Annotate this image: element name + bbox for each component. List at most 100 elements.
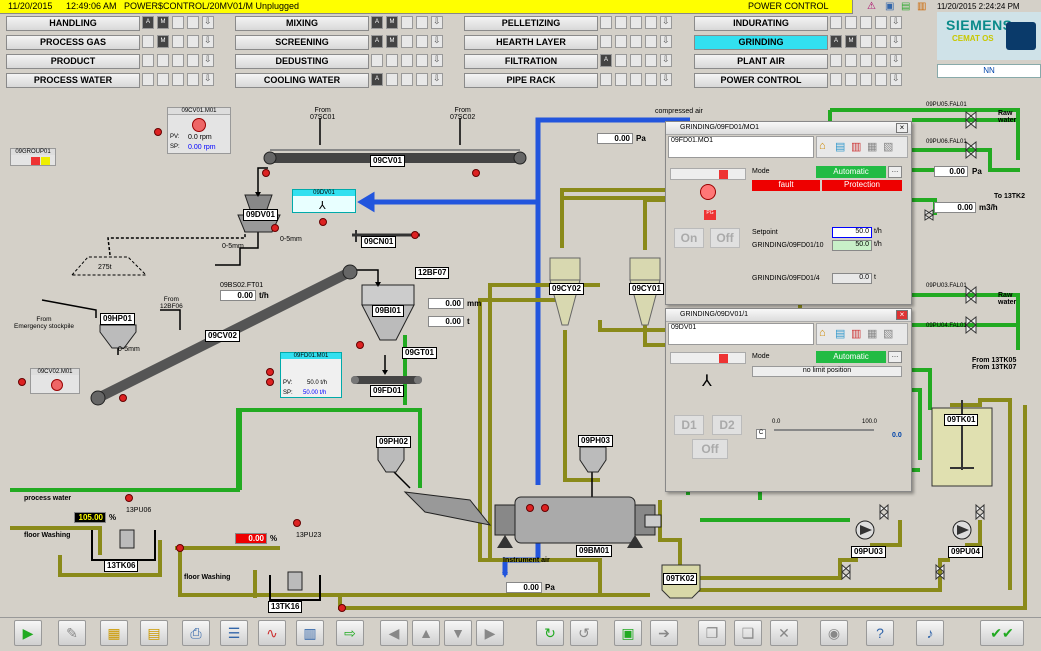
help-icon[interactable]: ? <box>866 620 894 646</box>
tag-09ph03[interactable]: 09PH03 <box>578 435 613 447</box>
area-nav-arrow-icon[interactable] <box>890 35 902 48</box>
area-nav-arrow-icon[interactable] <box>660 54 672 67</box>
tag-09pu04[interactable]: 09PU04 <box>948 546 983 558</box>
area-nav-arrow-icon[interactable] <box>890 54 902 67</box>
print-icon[interactable]: ⎙ <box>182 620 210 646</box>
horn-icon[interactable]: ▣ <box>885 1 895 12</box>
faceplate1-mode-button[interactable]: … <box>888 166 902 178</box>
area-button-process-gas[interactable]: PROCESS GAS <box>6 35 140 50</box>
faceplate1-trend-icon[interactable]: ▤ <box>835 141 846 153</box>
tools-icon[interactable]: ✎ <box>58 620 86 646</box>
area-nav-arrow-icon[interactable] <box>660 35 672 48</box>
refresh-icon[interactable]: ↻ <box>536 620 564 646</box>
pump-09pu04[interactable] <box>952 520 972 540</box>
tank-13tk16[interactable] <box>269 571 321 601</box>
tag-12bf07[interactable]: 12BF07 <box>415 267 450 279</box>
area-button-mixing[interactable]: MIXING <box>235 16 369 31</box>
acknowledge-icon[interactable]: ✔✔ <box>980 620 1024 646</box>
trend-icon[interactable]: ∿ <box>258 620 286 646</box>
faceplate1-setpoint-input[interactable]: 50.0 <box>832 227 872 238</box>
table-icon[interactable]: ▥ <box>296 620 324 646</box>
conveyor-09fd01[interactable] <box>351 376 422 384</box>
tag-09fd01[interactable]: 09FD01 <box>370 385 405 397</box>
tag-09bm01[interactable]: 09BM01 <box>576 545 613 557</box>
faceplate2-doc-icon[interactable]: ▦ <box>867 328 878 340</box>
pump-09pu03[interactable] <box>855 520 875 540</box>
folder-icon[interactable]: ▦ <box>100 620 128 646</box>
area-nav-arrow-icon[interactable] <box>202 35 214 48</box>
tag-13tk06[interactable]: 13TK06 <box>104 560 139 572</box>
tag-09gt01[interactable]: 09GT01 <box>402 347 437 359</box>
tag-09tk01[interactable]: 09TK01 <box>944 414 979 426</box>
tag-09cy01[interactable]: 09CY01 <box>629 283 664 295</box>
list-icon[interactable]: ☰ <box>220 620 248 646</box>
area-nav-arrow-icon[interactable] <box>202 73 214 86</box>
area-button-plant-air[interactable]: PLANT AIR <box>694 54 828 69</box>
tag-09bi01[interactable]: 09BI01 <box>372 305 404 317</box>
faceplate2-mode-button[interactable]: … <box>888 351 902 363</box>
area-nav-arrow-icon[interactable] <box>890 73 902 86</box>
area-button-process-water[interactable]: PROCESS WATER <box>6 73 140 88</box>
faceplate2-alarm-icon[interactable]: ▥ <box>851 328 862 340</box>
area-nav-arrow-icon[interactable] <box>431 54 443 67</box>
list-icon[interactable]: ▥ <box>917 1 927 12</box>
close-windows-icon[interactable]: ✕ <box>770 620 798 646</box>
tag-09cv01[interactable]: 09CV01 <box>370 155 405 167</box>
area-nav-arrow-icon[interactable] <box>890 16 902 29</box>
area-button-pipe-rack[interactable]: PIPE RACK <box>464 73 598 88</box>
area-nav-arrow-icon[interactable] <box>431 16 443 29</box>
area-button-hearth-layer[interactable]: HEARTH LAYER <box>464 35 598 50</box>
tag-09cy02[interactable]: 09CY02 <box>549 283 584 295</box>
export-icon[interactable]: ⇨ <box>336 620 364 646</box>
faceplate1-info-icon[interactable]: ▧ <box>883 141 894 153</box>
ball-mill-09bm01[interactable] <box>403 491 662 548</box>
arrow-down-icon[interactable]: ▼ <box>444 620 472 646</box>
diverter-selector[interactable]: 09DV01 ⅄ <box>292 189 356 213</box>
faceplate1-toolbar[interactable]: ⌂ ▤ ▥ ▦ ▧ <box>816 136 908 158</box>
faceplate2-close-icon[interactable]: × <box>896 310 908 320</box>
tag-09cn01[interactable]: 09CN01 <box>361 236 397 248</box>
screen-icon[interactable]: ▣ <box>614 620 642 646</box>
motor-block-09cv02[interactable]: 09CV02.M01 <box>30 368 80 394</box>
faceplate1-on-button[interactable]: On <box>674 228 704 248</box>
faceplate2-toolbar[interactable]: ⌂ ▤ ▥ ▦ ▧ <box>816 323 908 345</box>
area-nav-arrow-icon[interactable] <box>660 73 672 86</box>
area-button-dedusting[interactable]: DEDUSTING <box>235 54 369 69</box>
conveyor-09cn01[interactable] <box>352 230 420 242</box>
area-nav-arrow-icon[interactable] <box>202 54 214 67</box>
area-button-indurating[interactable]: INDURATING <box>694 16 828 31</box>
faceplate2-off-button[interactable]: Off <box>692 439 728 459</box>
motor-block-09cv01[interactable]: 09CV01.M01 PV: 0.0 rpm SP: 0.00 rpm <box>167 107 231 154</box>
area-button-grinding[interactable]: GRINDING <box>694 35 828 50</box>
alarm-bar[interactable]: 11/20/2015 12:49:06 AM POWER$CONTROL/20M… <box>0 0 935 14</box>
faceplate-09dv01[interactable]: GRINDING/09DV01/1 × 09DV01 ⌂ ▤ ▥ ▦ ▧ ⅄ D… <box>665 308 912 492</box>
feeder-block-09fd01[interactable]: 09FD01.M01 PV: 50.0 t/h SP: 50.00 t/h <box>280 352 342 398</box>
faceplate1-doc-icon[interactable]: ▦ <box>867 141 878 153</box>
tag-09hp01[interactable]: 09HP01 <box>100 313 135 325</box>
faceplate2-info-icon[interactable]: ▧ <box>883 328 894 340</box>
faceplate2-d2-button[interactable]: D2 <box>712 415 742 435</box>
faceplate-09fd01-mo1[interactable]: GRINDING/09FD01/MO1 × 09FD01.MO1 ⌂ ▤ ▥ ▦… <box>665 121 912 305</box>
faceplate1-close-icon[interactable]: × <box>896 123 908 133</box>
user-field[interactable]: NN <box>937 64 1041 78</box>
tag-09pu03[interactable]: 09PU03 <box>851 546 886 558</box>
faceplate2-trend-icon[interactable]: ▤ <box>835 328 846 340</box>
faceplate2-titlebar[interactable]: GRINDING/09DV01/1 × <box>666 309 911 322</box>
faceplate1-alarm-icon[interactable]: ▥ <box>851 141 862 153</box>
folder-c-icon[interactable]: ▤ <box>140 620 168 646</box>
area-button-pelletizing[interactable]: PELLETIZING <box>464 16 598 31</box>
arrow-right-icon[interactable]: ▶ <box>476 620 504 646</box>
alarm-bell-icon[interactable]: ⚠ <box>867 1 876 12</box>
faceplate1-home-icon[interactable]: ⌂ <box>819 140 826 152</box>
faceplate2-d1-button[interactable]: D1 <box>674 415 704 435</box>
tag-09cv02[interactable]: 09CV02 <box>205 330 240 342</box>
area-button-handling[interactable]: HANDLING <box>6 16 140 31</box>
area-button-cooling-water[interactable]: COOLING WATER <box>235 73 369 88</box>
redo-icon[interactable]: ↺ <box>570 620 598 646</box>
start-icon[interactable]: ▶ <box>14 620 42 646</box>
tag-09dv01[interactable]: 09DV01 <box>243 209 278 221</box>
tag-09ph02[interactable]: 09PH02 <box>376 436 411 448</box>
area-nav-arrow-icon[interactable] <box>431 35 443 48</box>
tag-13tk16[interactable]: 13TK16 <box>268 601 303 613</box>
view-icon[interactable]: ◉ <box>820 620 848 646</box>
